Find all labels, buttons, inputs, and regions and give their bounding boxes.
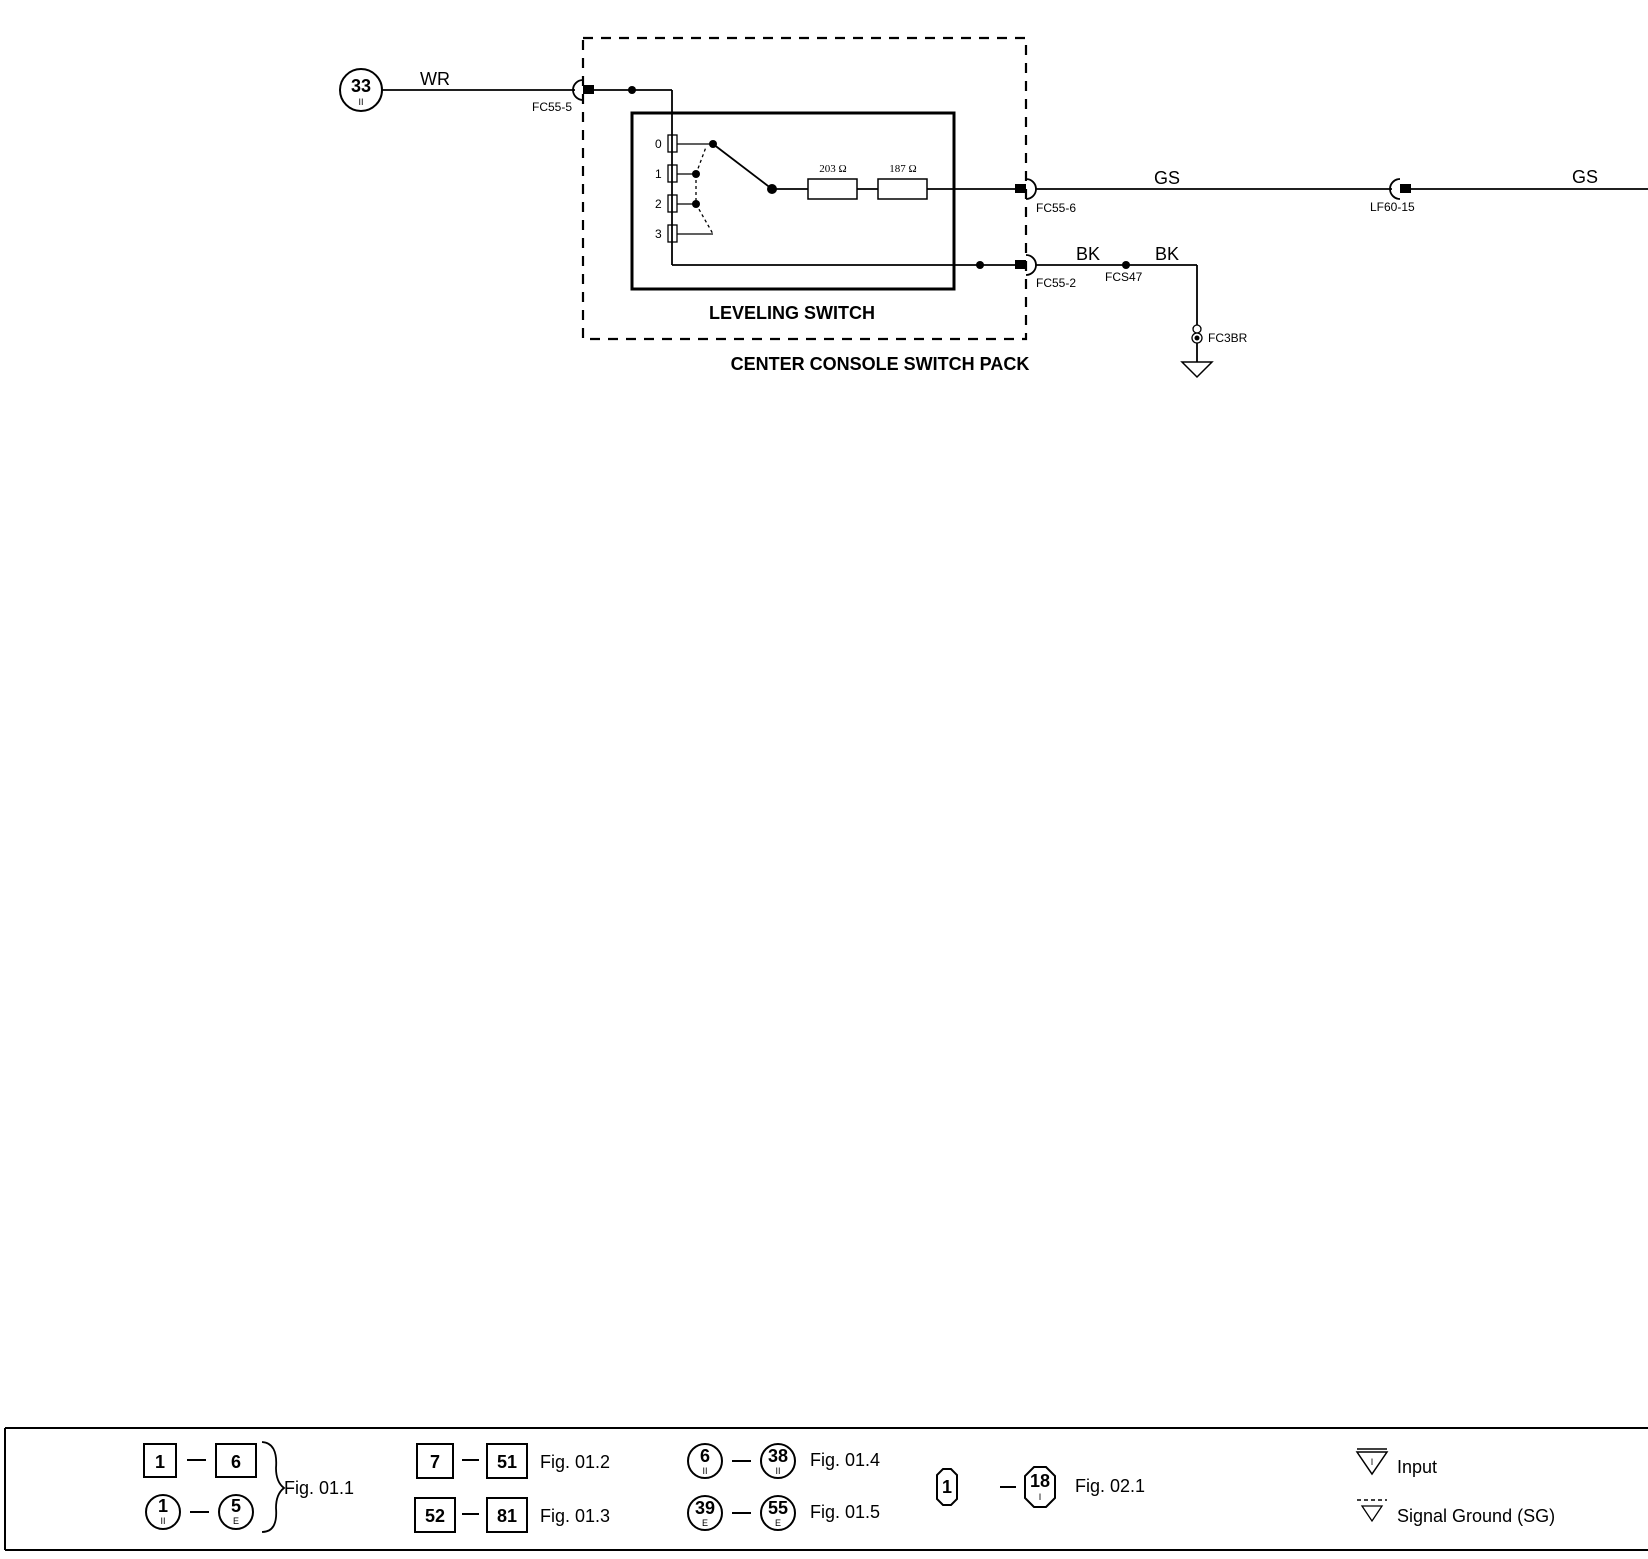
legend-box-6-text: 6 [231, 1452, 241, 1472]
resistor-label-187: 187 Ω [889, 163, 916, 175]
legend-fig-01-1: Fig. 01.1 [284, 1478, 354, 1498]
legend-circle-55-text: 55 [768, 1498, 788, 1518]
wire-label-gs-1: GS [1154, 168, 1180, 188]
ground-eyelet-top [1192, 324, 1202, 334]
legend-circle-1-sub: II [160, 1516, 165, 1526]
position-label-0: 0 [655, 137, 662, 151]
splice-label-fcs47: FCS47 [1105, 270, 1143, 284]
legend-box-7-text: 7 [430, 1452, 440, 1472]
position-label-2: 2 [655, 197, 662, 211]
signal-ground-symbol-icon [1360, 1505, 1384, 1523]
legend-fig-02-1: Fig. 02.1 [1075, 1476, 1145, 1496]
wire-label-bk-1: BK [1076, 244, 1100, 264]
connector-label-fc55-5: FC55-5 [532, 100, 572, 114]
input-reference-circle: 33 II [339, 68, 383, 112]
center-console-switch-pack-box [581, 36, 1028, 341]
legend-circle-1-ii [145, 1494, 181, 1530]
position-label-1: 1 [655, 167, 662, 181]
legend-circle-6-ii [687, 1443, 723, 1479]
schematic: 33 II WR FC55-5 CENTER CONSOLE SWITCH PA… [339, 36, 1648, 379]
legend-group-fig-01-2-3: 7 51 Fig. 01.2 52 81 Fig. 01.3 [414, 1443, 610, 1533]
legend-octagon-1-text: 1 [942, 1477, 952, 1497]
ground-symbol-icon [1180, 361, 1214, 379]
junction-dot-ground [976, 261, 984, 269]
legend-circle-1-text: 1 [158, 1496, 168, 1516]
connector-socket-fc55-2 [1025, 254, 1037, 276]
legend-box-51-text: 51 [497, 1452, 517, 1472]
input-symbol-mark: I [1371, 1457, 1374, 1467]
legend-fig-01-4: Fig. 01.4 [810, 1450, 880, 1470]
ground-point-label: FC3BR [1208, 331, 1248, 345]
legend-box-51 [486, 1443, 528, 1479]
legend-octagon-1 [936, 1468, 958, 1506]
legend-circle-6-text: 6 [700, 1446, 710, 1466]
position-label-3: 3 [655, 227, 662, 241]
junction-dot [628, 86, 636, 94]
legend-box-6 [215, 1443, 257, 1478]
legend-octagon-18-text: 18 [1030, 1471, 1050, 1491]
legend-circle-55-e [760, 1495, 796, 1531]
input-reference-number: 33 [351, 76, 371, 96]
resistor-187-ohm [877, 178, 928, 200]
connector-socket-lf60-15 [1389, 178, 1401, 200]
legend-fig-01-3: Fig. 01.3 [540, 1506, 610, 1526]
legend-input-label: Input [1397, 1457, 1437, 1477]
connector-label-fc55-2: FC55-2 [1036, 276, 1076, 290]
input-symbol-icon [1355, 1451, 1389, 1476]
connector-socket-fc55-5 [572, 79, 584, 101]
resistor-203-ohm [807, 178, 858, 200]
input-reference-sub: II [358, 97, 363, 107]
legend-group-fig-01-1: 1 6 1 II 5 E Fig. 01.1 [143, 1441, 354, 1533]
legend-circle-5-e [218, 1494, 254, 1530]
wire-label-wr: WR [420, 69, 450, 89]
legend-circle-5-sub: E [233, 1516, 239, 1526]
legend-octagon-18-sub: I [1039, 1492, 1042, 1502]
connector-pin-lf60-15 [1400, 184, 1411, 193]
legend-box-1-text: 1 [155, 1452, 165, 1472]
legend-box-52 [414, 1497, 456, 1533]
resistor-label-203: 203 Ω [819, 163, 846, 175]
connector-socket-fc55-6 [1025, 178, 1037, 200]
legend-box-1 [143, 1443, 177, 1478]
legend-circle-39-text: 39 [695, 1498, 715, 1518]
legend-fig-01-5: Fig. 01.5 [810, 1502, 880, 1522]
legend-symbols: I Input Signal Ground (SG) [1355, 1448, 1555, 1526]
legend-group-fig-01-4-5: 6 II 38 II Fig. 01.4 39 E 55 E Fig. 01.5 [687, 1443, 880, 1531]
connector-label-fc55-6: FC55-6 [1036, 201, 1076, 215]
legend-circle-38-ii [760, 1443, 796, 1479]
legend-circle-39-sub: E [702, 1518, 708, 1528]
leveling-switch-box [630, 111, 956, 291]
legend-circle-5-text: 5 [231, 1496, 241, 1516]
legend-group-fig-02-1: 1 18 I Fig. 02.1 [936, 1466, 1145, 1508]
splice-fcs47 [1122, 261, 1130, 269]
connector-pin-fc55-6 [1015, 184, 1026, 193]
legend-circle-55-sub: E [775, 1518, 781, 1528]
legend-box-7 [416, 1443, 454, 1479]
leveling-switch-label: LEVELING SWITCH [709, 303, 875, 323]
legend-fig-01-2: Fig. 01.2 [540, 1452, 610, 1472]
connector-label-lf60-15: LF60-15 [1370, 200, 1415, 214]
position-ladder: 0 1 2 3 [655, 134, 717, 243]
legend-circle-38-sub: II [775, 1466, 780, 1476]
legend-signal-ground-label: Signal Ground (SG) [1397, 1506, 1555, 1526]
wire-label-bk-2: BK [1155, 244, 1179, 264]
legend-circle-39-e [687, 1495, 723, 1531]
legend-box-52-text: 52 [425, 1506, 445, 1526]
connector-pin-fc55-2 [1015, 260, 1026, 269]
legend-brace [261, 1441, 286, 1533]
legend-circle-38-text: 38 [768, 1446, 788, 1466]
legend-octagon-18 [1024, 1466, 1056, 1508]
legend-circle-6-sub: II [702, 1466, 707, 1476]
center-console-switch-pack-label: CENTER CONSOLE SWITCH PACK [731, 354, 1030, 374]
wire-label-gs-2: GS [1572, 167, 1598, 187]
legend-box-81-text: 81 [497, 1506, 517, 1526]
legend-bar: 1 6 1 II 5 E Fig. 01.1 7 51 Fig. 01.2 52 [4, 1427, 1648, 1551]
connector-pin-fc55-5 [583, 85, 594, 94]
switch-wiper-arm [712, 143, 773, 190]
legend-box-81 [486, 1497, 528, 1533]
